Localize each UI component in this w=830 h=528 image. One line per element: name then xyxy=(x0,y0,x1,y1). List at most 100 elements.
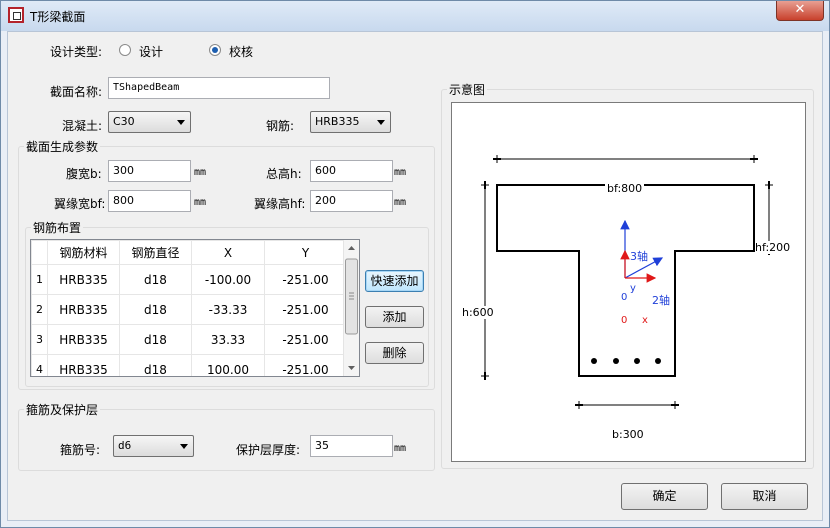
params-group xyxy=(18,146,435,390)
cover-input[interactable]: 35 xyxy=(310,435,393,457)
diagram-canvas xyxy=(481,155,773,409)
scroll-up-icon xyxy=(348,246,355,250)
cell-diameter[interactable]: d18 xyxy=(119,294,192,325)
cover-label: 保护层厚度: xyxy=(236,443,301,457)
cover-unit: mm xyxy=(394,443,407,454)
bf-label: 翼缘宽bf: xyxy=(54,197,106,211)
cell-y[interactable]: -251.00 xyxy=(264,354,347,376)
radio-check-label[interactable]: 校核 xyxy=(229,45,254,59)
b-text: b:300 xyxy=(610,428,646,441)
col-header-y[interactable]: Y xyxy=(264,240,347,265)
rebar-dot xyxy=(591,358,597,364)
stirrup-group xyxy=(18,409,435,471)
rebar-dot xyxy=(613,358,619,364)
close-button[interactable]: ✕ xyxy=(776,1,824,21)
b-label: 腹宽b: xyxy=(66,167,102,181)
rebar-combo[interactable]: HRB335 xyxy=(310,111,391,133)
stirrup-number-combo[interactable]: d6 xyxy=(113,435,194,457)
rebar-layout-group xyxy=(25,227,429,387)
design-type-label: 设计类型: xyxy=(50,45,103,59)
col-header-x[interactable]: X xyxy=(191,240,265,265)
dialog-body: 设计类型: 设计 校核 截面名称: TShapedBeam 混凝土: C30 钢… xyxy=(7,31,823,521)
diagram-group xyxy=(441,89,814,469)
cancel-button[interactable]: 取消 xyxy=(721,483,808,510)
cell-diameter[interactable]: d18 xyxy=(119,354,192,376)
col-header-material[interactable]: 钢筋材料 xyxy=(47,240,120,265)
origin-label-blue: 0 xyxy=(621,292,628,303)
cell-diameter[interactable]: d18 xyxy=(119,324,192,355)
rebar-dot xyxy=(634,358,640,364)
h-label: 总高h: xyxy=(266,167,302,181)
table-row[interactable]: 1 HRB335 d18 -100.00 -251.00 xyxy=(31,264,347,295)
cell-y[interactable]: -251.00 xyxy=(264,324,347,355)
scrollbar-graphics xyxy=(345,246,358,370)
row-index: 2 xyxy=(31,294,48,325)
radio-design-label[interactable]: 设计 xyxy=(139,45,164,59)
hf-input[interactable]: 200 xyxy=(310,190,393,212)
hf-unit: mm xyxy=(394,197,407,208)
chevron-down-icon xyxy=(180,444,188,449)
bf-unit: mm xyxy=(194,197,207,208)
cell-material[interactable]: HRB335 xyxy=(47,354,120,376)
rebar-label: 钢筋: xyxy=(266,119,295,133)
diagram-group-label: 示意图 xyxy=(447,81,488,98)
stirrup-number-label: 箍筋号: xyxy=(60,443,101,457)
chevron-down-icon xyxy=(177,120,185,125)
cell-x[interactable]: -33.33 xyxy=(191,294,265,325)
cell-material[interactable]: HRB335 xyxy=(47,294,120,325)
y-label: y xyxy=(630,283,636,294)
h-dimension xyxy=(481,181,489,380)
stirrup-number-value: d6 xyxy=(118,439,132,452)
rebar-table[interactable]: 钢筋材料 钢筋直径 X Y 1 HRB335 d18 -100.00 -251.… xyxy=(30,239,360,377)
table-row[interactable]: 2 HRB335 d18 -33.33 -251.00 xyxy=(31,294,347,325)
rebar-grid: 钢筋材料 钢筋直径 X Y 1 HRB335 d18 -100.00 -251.… xyxy=(31,240,347,376)
concrete-value: C30 xyxy=(113,115,135,128)
rebar-value: HRB335 xyxy=(315,115,360,128)
table-row[interactable]: 3 HRB335 d18 33.33 -251.00 xyxy=(31,324,347,355)
section-name-label: 截面名称: xyxy=(50,85,103,99)
cell-y[interactable]: -251.00 xyxy=(264,294,347,325)
axis3-label: 3轴 xyxy=(630,250,648,263)
cell-diameter[interactable]: d18 xyxy=(119,264,192,295)
axis2-arrow xyxy=(624,257,664,279)
concrete-combo[interactable]: C30 xyxy=(108,111,191,133)
ok-button[interactable]: 确定 xyxy=(621,483,708,510)
rebar-dots xyxy=(591,358,661,364)
window-title: T形梁截面 xyxy=(30,10,86,24)
col-header-diameter[interactable]: 钢筋直径 xyxy=(119,240,192,265)
x-label: x xyxy=(642,315,648,326)
chevron-down-icon xyxy=(377,120,385,125)
b-input[interactable]: 300 xyxy=(108,160,191,182)
concrete-label: 混凝土: xyxy=(62,119,103,133)
bf-input[interactable]: 800 xyxy=(108,190,191,212)
quick-add-button[interactable]: 快速添加 xyxy=(365,270,424,292)
rebar-dot xyxy=(655,358,661,364)
delete-button[interactable]: 删除 xyxy=(365,342,424,364)
h-input[interactable]: 600 xyxy=(310,160,393,182)
bf-text: bf:800 xyxy=(605,182,645,195)
row-index: 3 xyxy=(31,324,48,355)
cell-material[interactable]: HRB335 xyxy=(47,264,120,295)
cell-y[interactable]: -251.00 xyxy=(264,264,347,295)
hf-text: hf:200 xyxy=(755,241,791,254)
radio-check[interactable] xyxy=(209,44,221,56)
radio-design[interactable] xyxy=(119,44,131,56)
title-bar[interactable]: T形梁截面 ✕ xyxy=(1,1,829,31)
cell-x[interactable]: 33.33 xyxy=(191,324,265,355)
table-scrollbar[interactable] xyxy=(343,240,359,376)
section-diagram: bf:800 hf:200 h:600 b:300 3轴 2轴 y 0 0 x xyxy=(451,102,806,462)
cell-x[interactable]: -100.00 xyxy=(191,264,265,295)
cell-material[interactable]: HRB335 xyxy=(47,324,120,355)
scroll-down-icon xyxy=(348,366,355,370)
stirrup-group-label: 箍筋及保护层 xyxy=(24,401,101,418)
hf-label: 翼缘高hf: xyxy=(254,197,306,211)
app-icon xyxy=(8,7,24,23)
add-button[interactable]: 添加 xyxy=(365,306,424,328)
section-name-input[interactable]: TShapedBeam xyxy=(108,77,330,99)
table-row[interactable]: 4 HRB335 d18 100.00 -251.00 xyxy=(31,354,347,376)
origin-label-red: 0 xyxy=(621,315,628,326)
t-section-outline xyxy=(496,184,755,377)
cell-x[interactable]: 100.00 xyxy=(191,354,265,376)
table-header-row: 钢筋材料 钢筋直径 X Y xyxy=(31,240,347,265)
params-group-label: 截面生成参数 xyxy=(24,138,101,155)
